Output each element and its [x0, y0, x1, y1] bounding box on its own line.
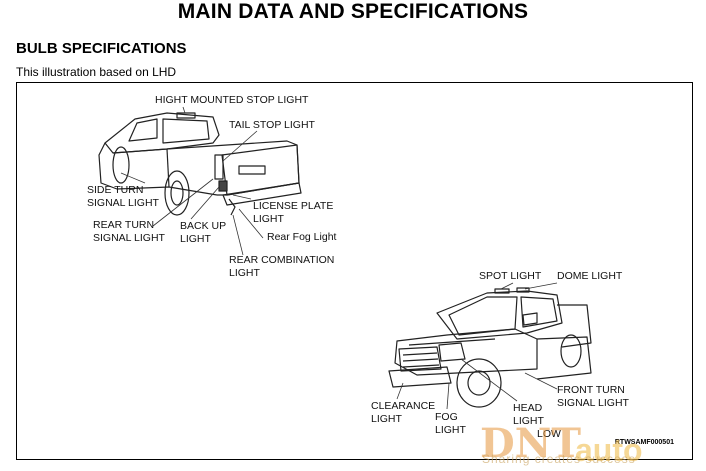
- label-head-light: HEAD LIGHT: [513, 402, 544, 427]
- label-high-mounted-stop-light: HIGHT MOUNTED STOP LIGHT: [155, 94, 309, 106]
- watermark-tagline: Sharing creates success: [482, 452, 636, 466]
- label-tail-stop-light: TAIL STOP LIGHT: [229, 119, 315, 131]
- section-heading: BULB SPECIFICATIONS: [16, 40, 187, 57]
- label-spot-light: SPOT LIGHT: [479, 270, 542, 282]
- label-side-turn-signal-light: SIDE TURN SIGNAL LIGHT: [87, 184, 159, 209]
- page-title: MAIN DATA AND SPECIFICATIONS: [177, 0, 529, 23]
- label-clearance-light: CLEARANCE LIGHT: [371, 400, 436, 425]
- watermark-logo-part-b: auto: [575, 432, 643, 468]
- figure-reference: RTWSAMF000501: [614, 439, 674, 446]
- label-license-plate-light: LICENSE PLATE LIGHT: [253, 200, 334, 225]
- label-rear-turn-signal-light: REAR TURN SIGNAL LIGHT: [93, 219, 165, 244]
- front-truck-drawing: [388, 287, 592, 408]
- rear-truck-drawing: [98, 112, 302, 216]
- label-fog-light: FOG LIGHT: [435, 411, 466, 436]
- illustration-note: This illustration based on LHD: [16, 65, 177, 79]
- label-rear-fog-light: Rear Fog Light: [267, 231, 337, 243]
- truck-illustration: [98, 106, 592, 410]
- label-headlight-low: LOW: [537, 428, 561, 440]
- illustration-frame: HIGHT MOUNTED STOP LIGHT TAIL STOP LIGHT…: [16, 82, 693, 460]
- label-back-up-light: BACK UP LIGHT: [180, 220, 227, 245]
- watermark-logo-part-a: DNT: [480, 420, 582, 467]
- label-rear-combination-light: REAR COMBINATION LIGHT: [229, 254, 335, 279]
- label-front-turn-signal-light: FRONT TURN SIGNAL LIGHT: [557, 384, 629, 409]
- label-dome-light: DOME LIGHT: [557, 270, 623, 282]
